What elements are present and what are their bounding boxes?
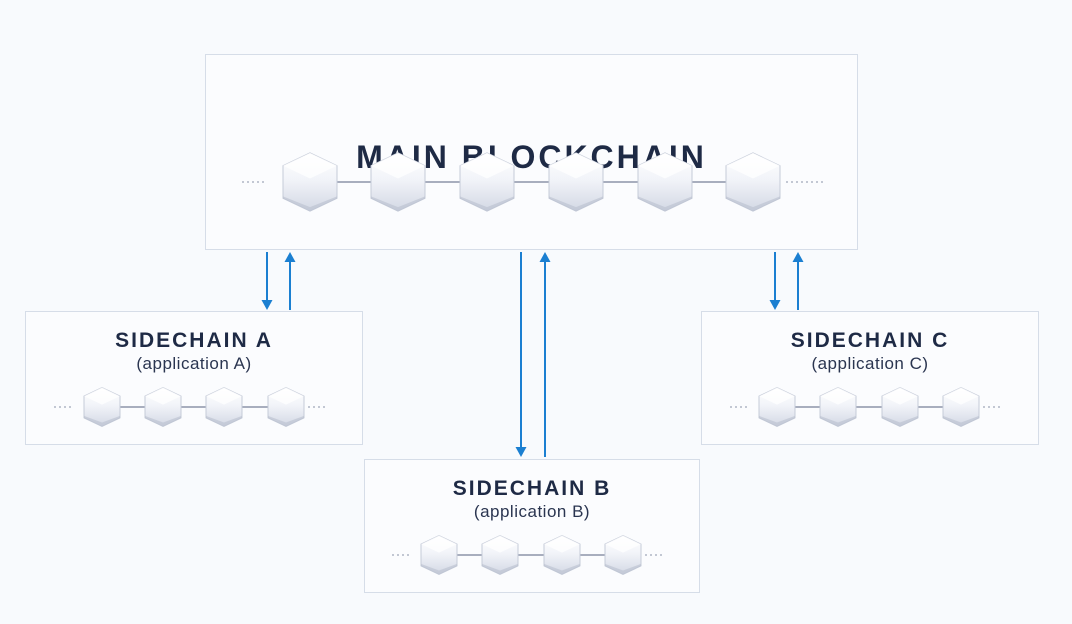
sidechain-b-subtitle: (application B) <box>473 502 591 521</box>
arrow-icon-main-to-b <box>515 252 527 457</box>
sidechain-a-title: SIDECHAIN A <box>115 329 273 352</box>
main-blockchain-box: MAIN BLOCKCHAIN <box>205 54 858 250</box>
arrow-icon-b-to-main <box>539 252 551 457</box>
sidechain-c-box: SIDECHAIN C (application C) <box>701 311 1039 445</box>
sidechain-b-box: SIDECHAIN B (application B) <box>364 459 700 593</box>
main-blockchain-title: MAIN BLOCKCHAIN <box>356 139 707 175</box>
sidechain-a-subtitle: (application A) <box>136 354 252 373</box>
arrow-icon-main-to-c <box>769 252 781 310</box>
arrow-icon-main-to-a <box>261 252 273 310</box>
sidechain-c-title: SIDECHAIN C <box>790 329 950 352</box>
sidechain-a-box: SIDECHAIN A (application A) <box>25 311 363 445</box>
sidechain-b-title: SIDECHAIN B <box>452 477 612 500</box>
arrow-icon-a-to-main <box>284 252 296 310</box>
arrow-icon-c-to-main <box>792 252 804 310</box>
sidechain-c-subtitle: (application C) <box>811 354 929 373</box>
